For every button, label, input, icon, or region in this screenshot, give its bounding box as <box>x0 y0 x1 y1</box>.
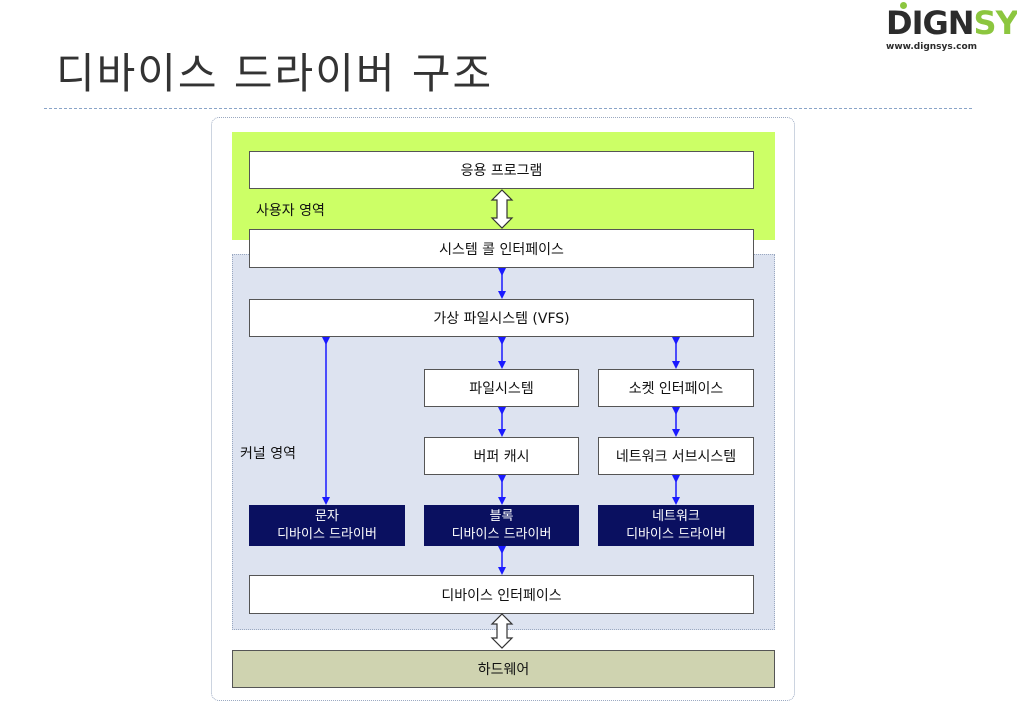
logo-wordmark: DIGNSYS <box>886 4 1017 42</box>
net-driver-line2: 디바이스 드라이버 <box>626 526 726 542</box>
buffer-cache-box: 버퍼 캐시 <box>424 437 579 475</box>
company-logo: DIGNSYS www.dignsys.com <box>886 2 1017 54</box>
devif-hardware-double-arrow <box>490 613 514 649</box>
network-subsystem-box: 네트워크 서브시스템 <box>598 437 754 475</box>
vfs-box: 가상 파일시스템 (VFS) <box>249 299 754 337</box>
hardware-box: 하드웨어 <box>232 650 775 688</box>
diagram-frame <box>211 117 795 701</box>
char-driver-line2: 디바이스 드라이버 <box>277 526 377 542</box>
syscall-interface-box: 시스템 콜 인터페이스 <box>249 229 754 268</box>
logo-url: www.dignsys.com <box>886 42 978 52</box>
char-driver-line1: 문자 <box>315 508 339 524</box>
app-box: 응용 프로그램 <box>249 151 754 189</box>
device-interface-box: 디바이스 인터페이스 <box>249 575 754 614</box>
filesystem-box: 파일시스템 <box>424 369 579 407</box>
block-driver-line2: 디바이스 드라이버 <box>451 526 552 542</box>
block-driver-line1: 블록 <box>489 508 514 524</box>
net-device-driver-box: 네트워크 디바이스 드라이버 <box>598 505 754 546</box>
app-syscall-double-arrow <box>490 189 514 229</box>
page-title: 디바이스 드라이버 구조 <box>56 49 494 98</box>
block-device-driver-box: 블록 디바이스 드라이버 <box>424 505 579 546</box>
char-device-driver-box: 문자 디바이스 드라이버 <box>249 505 405 546</box>
title-divider <box>44 108 972 109</box>
logo-dot-icon <box>900 2 907 9</box>
net-driver-line1: 네트워크 <box>652 508 700 524</box>
kernel-area-label: 커널 영역 <box>240 446 296 462</box>
socket-interface-box: 소켓 인터페이스 <box>598 369 754 407</box>
user-area-label: 사용자 영역 <box>256 203 325 219</box>
